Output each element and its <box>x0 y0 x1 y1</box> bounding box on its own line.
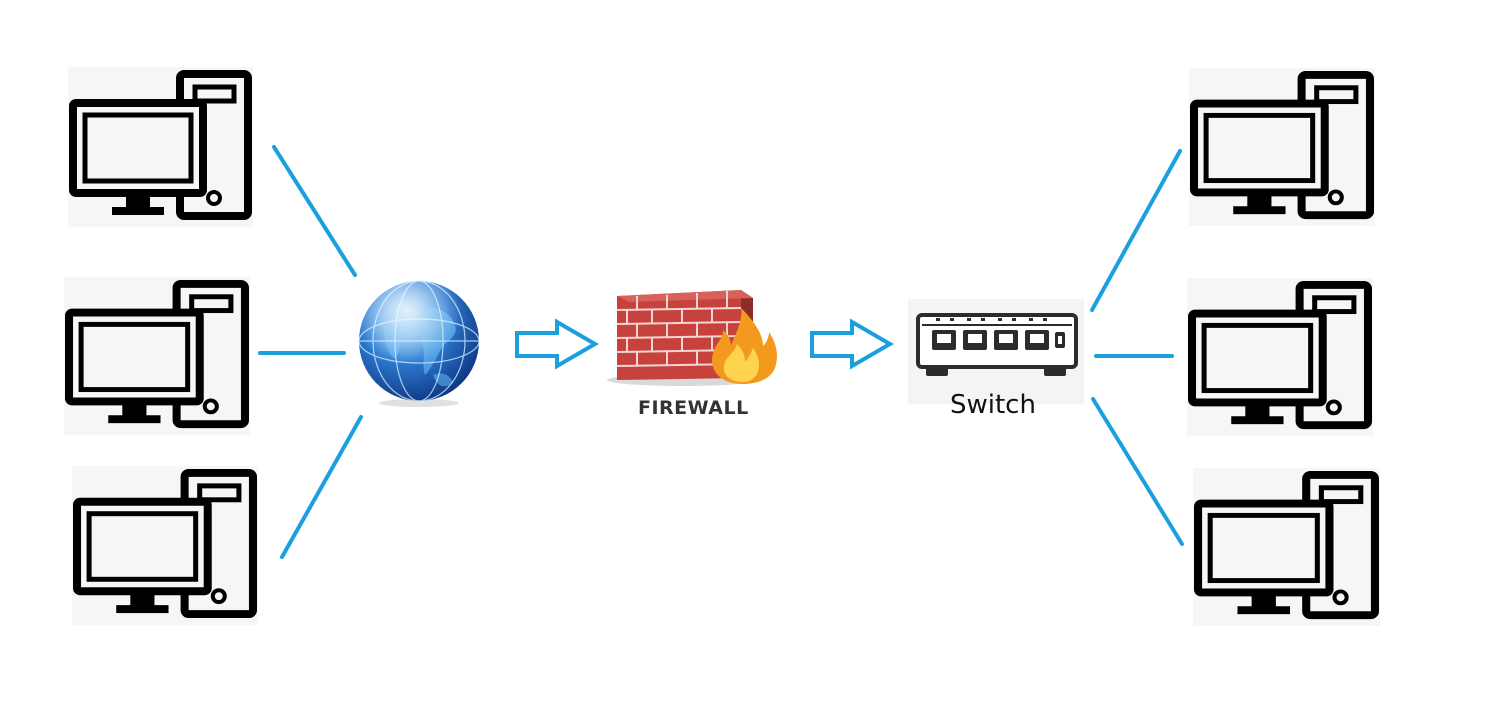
link-right-3 <box>1091 397 1184 546</box>
left-computer-3 <box>72 466 258 625</box>
right-computer-3 <box>1193 468 1380 626</box>
arrow-to-switch <box>810 318 894 370</box>
firewall-label: FIREWALL <box>638 397 749 419</box>
link-left-3 <box>280 415 363 559</box>
switch-icon <box>916 313 1078 376</box>
link-right-1 <box>1090 149 1182 312</box>
internet-globe-icon <box>358 280 480 407</box>
right-computer-2 <box>1187 278 1373 436</box>
left-computer-2 <box>64 277 250 435</box>
arrow-to-firewall <box>515 318 599 370</box>
switch-label: Switch <box>950 390 1036 420</box>
firewall-icon <box>607 290 777 386</box>
left-computer-1 <box>68 67 253 227</box>
right-computer-1 <box>1189 68 1375 226</box>
link-left-1 <box>272 145 357 277</box>
switch-device <box>908 299 1084 404</box>
